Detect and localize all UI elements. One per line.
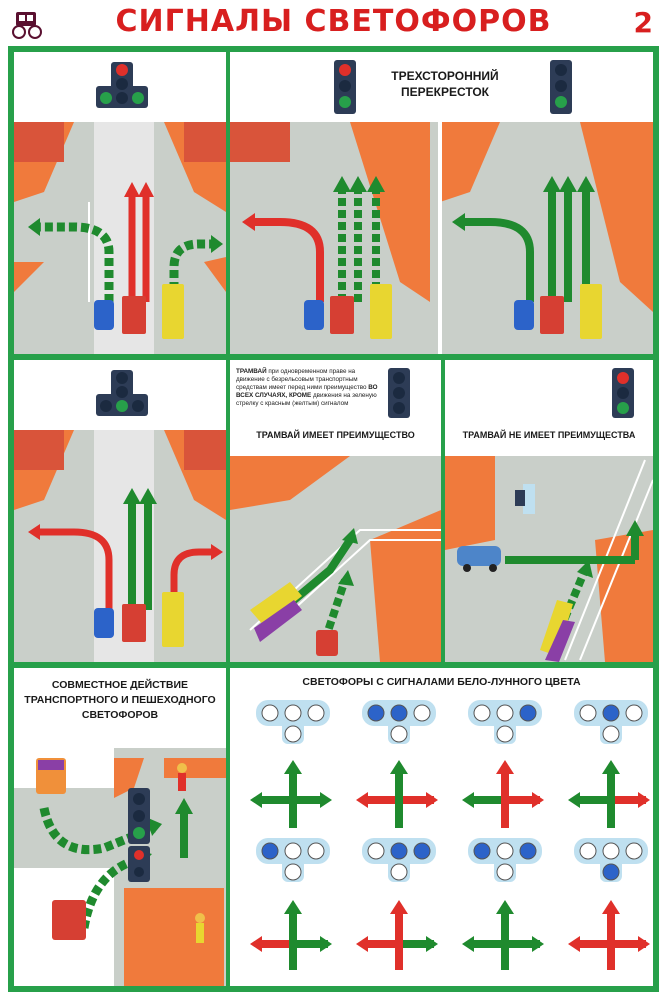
panel-joint-action: СОВМЕСТНОЕ ДЕЙСТВИЕ ТРАНСПОРТНОГО И ПЕШЕ… (14, 668, 226, 986)
truck-red (330, 296, 354, 334)
panel-tram-has-priority: ТРАМВАЙ при одновременном праве на движе… (230, 360, 441, 662)
traffic-light-side-icon (515, 484, 535, 514)
pedestrian-icon (195, 913, 205, 943)
traffic-light-icon (334, 60, 356, 114)
arrow-right-red-icon (211, 544, 223, 560)
arrow-up-icon (349, 176, 367, 192)
panel-board: ТРЕХСТОРОННИЙ ПЕРЕКРЕСТОК (8, 46, 659, 992)
bus-yellow (162, 284, 184, 339)
car-blue (304, 300, 324, 330)
arrow-left-red-icon (242, 213, 255, 231)
direction-arrows-icon (250, 900, 332, 970)
arrow-right-icon (148, 818, 162, 836)
intersection-scene (14, 62, 226, 354)
arrow-up-red-icon (138, 182, 154, 197)
direction-arrows-icon (462, 760, 544, 828)
direction-arrows-icon (568, 900, 650, 970)
arrow-left-icon (452, 213, 465, 231)
truck-orange (36, 758, 66, 794)
arrow-up-icon (543, 176, 561, 192)
arrow-left-icon (28, 218, 40, 236)
tram-scene (230, 368, 441, 662)
arrow-up-icon (577, 176, 595, 192)
arrow-up-right-icon (577, 560, 593, 578)
pedestrian-icon (177, 763, 187, 791)
traffic-light-icon (550, 60, 572, 114)
arrow-up-icon (626, 520, 644, 536)
pedestrian-signal-icon (128, 846, 150, 882)
carriage-logo-icon (12, 12, 42, 39)
truck-red (540, 296, 564, 334)
three-way-label: ТРЕХСТОРОННИЙ ПЕРЕКРЕСТОК (391, 69, 499, 99)
car-blue (94, 608, 114, 638)
lunar-light-icon (256, 838, 330, 882)
traffic-light-icon (96, 62, 148, 108)
direction-arrows-icon (356, 900, 438, 970)
lunar-light-icon (362, 838, 436, 882)
traffic-light-icon (388, 368, 410, 418)
panel-straight-green (14, 360, 226, 662)
intersection-scene (14, 370, 226, 662)
direction-arrows-icon (356, 760, 438, 828)
tram-vehicle (540, 600, 575, 662)
lunar-light-icon (468, 838, 542, 882)
panel-three-way-intersection: ТРЕХСТОРОННИЙ ПЕРЕКРЕСТОК (230, 52, 653, 354)
car-blue (514, 300, 534, 330)
arrow-up-icon (333, 176, 351, 192)
intersection-scene (230, 60, 653, 354)
lunar-light-icon (574, 838, 648, 882)
lunar-light-icon (468, 700, 542, 744)
joint-action-scene (14, 748, 226, 986)
panel-lunar-signals: СВЕТОФОРЫ С СИГНАЛАМИ БЕЛО-ЛУННОГО ЦВЕТА (230, 668, 653, 986)
lunar-signals-grid (250, 700, 650, 970)
bus-yellow (580, 284, 602, 339)
tram-scene (445, 368, 653, 662)
arrow-up-icon (367, 176, 385, 192)
traffic-light-icon (96, 370, 148, 416)
bus-yellow (370, 284, 392, 339)
panel-left-turn-arrows (14, 52, 226, 354)
arrow-up-icon (139, 488, 157, 504)
arrow-left-red-icon (28, 524, 40, 540)
poster-title: СИГНАЛЫ СВЕТОФОРОВ (115, 4, 552, 39)
truck-red (316, 630, 338, 656)
tram-rule-note: ТРАМВАЙ при одновременном праве на движе… (236, 368, 378, 407)
direction-arrows-icon (462, 900, 544, 970)
lunar-light-icon (362, 700, 436, 744)
lunar-signals-title: СВЕТОФОРЫ С СИГНАЛАМИ БЕЛО-ЛУННОГО ЦВЕТА (302, 676, 581, 688)
truck-red (52, 900, 86, 940)
bus-yellow (162, 592, 184, 647)
arrow-up-icon (338, 570, 354, 586)
arrow-up-right-icon (342, 528, 358, 544)
tram-vehicle (250, 582, 302, 642)
tram-has-priority-label: ТРАМВАЙ ИМЕЕТ ПРЕИМУЩЕСТВО (256, 430, 415, 440)
arrow-up-red-icon (124, 182, 140, 197)
arrow-right-icon (211, 235, 223, 253)
panel-tram-no-priority: ТРАМВАЙ НЕ ИМЕЕТ ПРЕИМУЩЕСТВА (445, 360, 653, 662)
truck-red (122, 296, 146, 334)
direction-arrows-icon (568, 760, 650, 828)
header: СИГНАЛЫ СВЕТОФОРОВ 2 (0, 0, 667, 48)
page-number: 2 (633, 6, 653, 39)
direction-arrows-icon (250, 760, 332, 828)
truck-red (122, 604, 146, 642)
lunar-light-icon (574, 700, 648, 744)
car-blue (94, 300, 114, 330)
joint-action-title: СОВМЕСТНОЕ ДЕЙСТВИЕ ТРАНСПОРТНОГО И ПЕШЕ… (24, 679, 216, 721)
arrow-up-icon (559, 176, 577, 192)
traffic-light-icon (128, 788, 150, 844)
traffic-light-icon (612, 368, 634, 418)
arrow-up-icon (123, 488, 141, 504)
car-blue (457, 546, 501, 572)
lunar-light-icon (256, 700, 330, 744)
tram-no-priority-label: ТРАМВАЙ НЕ ИМЕЕТ ПРЕИМУЩЕСТВА (462, 430, 636, 440)
arrow-up-icon (175, 798, 193, 814)
